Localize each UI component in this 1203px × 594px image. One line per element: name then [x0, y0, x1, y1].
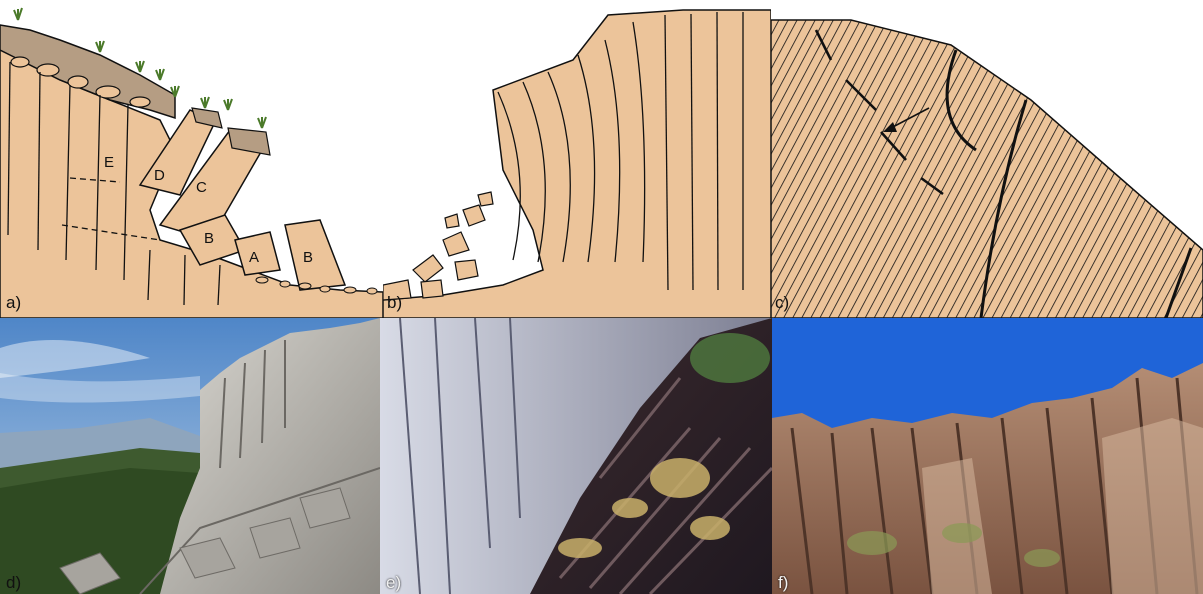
panel-b-flexural-toppling-diagram: b): [383, 0, 771, 318]
plant-icon: [136, 61, 144, 72]
block-label-b2: B: [303, 249, 313, 266]
block-label-a: A: [249, 249, 259, 266]
block-label-c: C: [196, 179, 207, 196]
panel-b-drawing: [383, 0, 771, 318]
plant-icon: [224, 99, 232, 110]
plant-icon: [14, 8, 22, 20]
panel-a-toppling-diagram: E D C B A B a): [0, 0, 383, 318]
plant-icon: [201, 97, 209, 108]
panel-f-photo: [772, 318, 1203, 594]
panel-f-rock-outcrop-photo: f): [772, 318, 1203, 594]
panel-e-photo: [380, 318, 772, 594]
panel-label-c: c): [775, 294, 789, 311]
panel-label-b: b): [387, 294, 402, 311]
plant-icon: [96, 41, 104, 52]
panel-c-drawing: [771, 0, 1203, 318]
block-label-b1: B: [204, 230, 214, 247]
panel-label-e: e): [386, 574, 401, 591]
panel-d-mountain-photo: d): [0, 318, 380, 594]
panel-c-foliation-diagram: c): [771, 0, 1203, 318]
panel-label-d: d): [6, 574, 21, 591]
panel-d-photo: [0, 318, 380, 594]
block-label-e: E: [104, 154, 114, 171]
plant-icon: [258, 117, 266, 128]
plant-icon: [156, 69, 164, 80]
block-b2: [285, 220, 345, 290]
panel-e-cliff-photo: e): [380, 318, 772, 594]
panel-a-drawing: E D C B A B: [0, 0, 383, 318]
ground-rock-mass: [383, 10, 771, 318]
panel-label-f: f): [778, 574, 788, 591]
panel-label-a: a): [6, 294, 21, 311]
block-label-d: D: [154, 167, 165, 184]
